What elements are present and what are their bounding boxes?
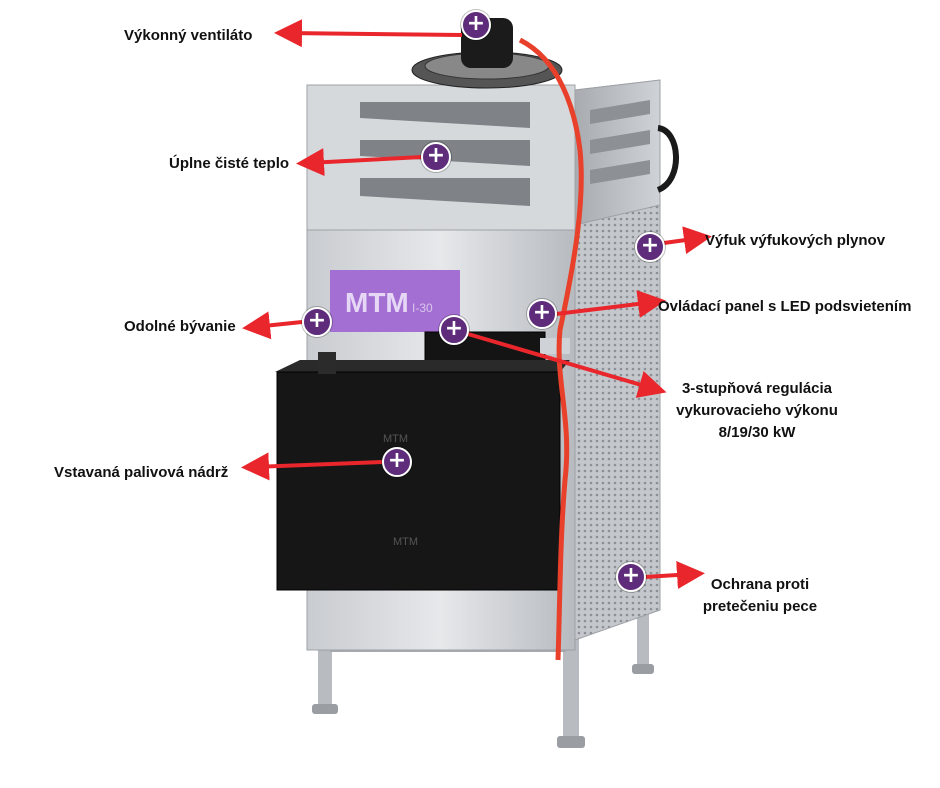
label-overflow: Ochrana proti pretečeniu pece [685,574,835,618]
plus-icon: + [621,563,641,588]
label-housing: Odolné bývanie [124,318,236,335]
hotspot-fan-button[interactable]: + [461,10,491,40]
label-regulation: 3-stupňová regulácia vykurovacieho výkon… [662,378,852,444]
hotspot-housing-button[interactable]: + [302,307,332,337]
plus-icon: + [640,233,660,258]
label-control-panel: Ovládací panel s LED podsvietením [658,298,912,315]
label-regulation-line-2: vykurovacieho výkonu [676,402,838,419]
svg-text:MTM: MTM [383,433,408,445]
label-exhaust: Výfuk výfukových plynov [705,232,886,249]
hotspot-fuel-tank-button[interactable]: + [382,447,412,477]
right-mesh-side [574,79,679,641]
plus-icon: + [387,448,407,473]
hotspot-clean-heat-button[interactable]: + [421,142,451,172]
callout-arrows [241,19,712,589]
plus-icon: + [532,300,552,325]
label-overflow-line-1: Ochrana proti [710,576,810,593]
label-clean-heat: Úplne čisté teplo [169,155,290,172]
hotspot-regulation-button[interactable]: + [439,315,469,345]
label-fuel-tank: Vstavaná palivová nádrž [54,464,229,481]
fuel-tank: MTM MTM [275,352,570,591]
label-fan: Výkonný ventiláto [124,27,253,44]
fan-unit [411,18,563,89]
label-overflow-line-2: pretečeniu pece [702,598,818,615]
red-cable [518,37,584,661]
svg-text:MTM: MTM [393,536,418,548]
hotspot-control-panel-button[interactable]: + [527,299,557,329]
brand-logo: MTM [345,287,409,318]
hotspot-exhaust-button[interactable]: + [635,232,665,262]
label-regulation-line-3: 8/19/30 kW [718,424,796,441]
plus-icon: + [307,308,327,333]
brand-model: I-30 [412,301,433,315]
plus-icon: + [466,11,486,36]
label-regulation-line-1: 3-stupňová regulácia [681,380,833,397]
hotspot-overflow-button[interactable]: + [616,562,646,592]
plus-icon: + [426,143,446,168]
plus-icon: + [444,316,464,341]
